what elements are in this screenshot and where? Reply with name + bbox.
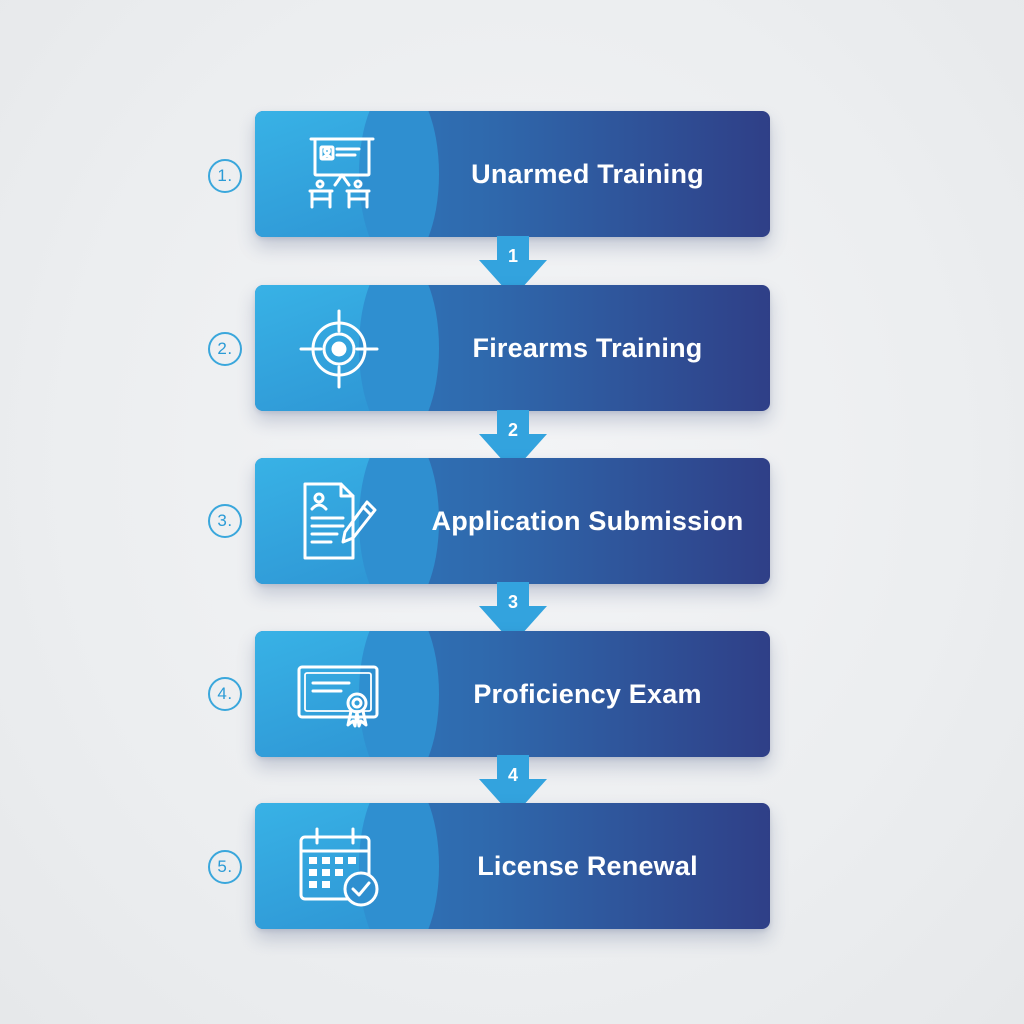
step-label-1: Unarmed Training	[471, 158, 704, 189]
down-arrow-icon	[479, 582, 547, 644]
step-number-2: 2.	[208, 332, 242, 366]
down-arrow-icon	[479, 410, 547, 472]
step-card-cap	[255, 285, 439, 411]
step-number-1: 1.	[208, 159, 242, 193]
step-number-4: 4.	[208, 677, 242, 711]
down-arrow-icon	[479, 755, 547, 817]
step-card-3: Application Submission	[255, 458, 770, 584]
connector-label-1: 1	[507, 246, 518, 266]
step-number-5: 5.	[208, 850, 242, 884]
document-pen-icon	[303, 482, 377, 560]
connector-arrow-4: 4	[477, 755, 549, 817]
step-card-cap	[255, 803, 439, 929]
step-card-1: Unarmed Training	[255, 111, 770, 237]
down-arrow-icon	[479, 236, 547, 298]
step-label-3: Application Submission	[431, 505, 744, 536]
connector-label-4: 4	[507, 765, 518, 785]
step-card-cap	[255, 631, 439, 757]
step-label-2: Firearms Training	[472, 332, 703, 363]
calendar-check-icon	[299, 827, 379, 907]
target-crosshair-icon	[299, 309, 379, 389]
step-card-cap	[255, 111, 439, 237]
connector-arrow-3: 3	[477, 582, 549, 644]
connector-arrow-2: 2	[477, 410, 549, 472]
step-card-2: Firearms Training	[255, 285, 770, 411]
step-card-5: License Renewal	[255, 803, 770, 929]
step-card-4: Proficiency Exam	[255, 631, 770, 757]
step-label-4: Proficiency Exam	[473, 678, 702, 709]
step-label-5: License Renewal	[477, 850, 698, 881]
step-card-cap	[255, 458, 439, 584]
connector-arrow-1: 1	[477, 236, 549, 298]
connector-label-3: 3	[507, 592, 518, 612]
step-number-3: 3.	[208, 504, 242, 538]
connector-label-2: 2	[507, 420, 518, 440]
certificate-icon	[297, 665, 379, 728]
classroom-presentation-icon	[308, 137, 375, 209]
